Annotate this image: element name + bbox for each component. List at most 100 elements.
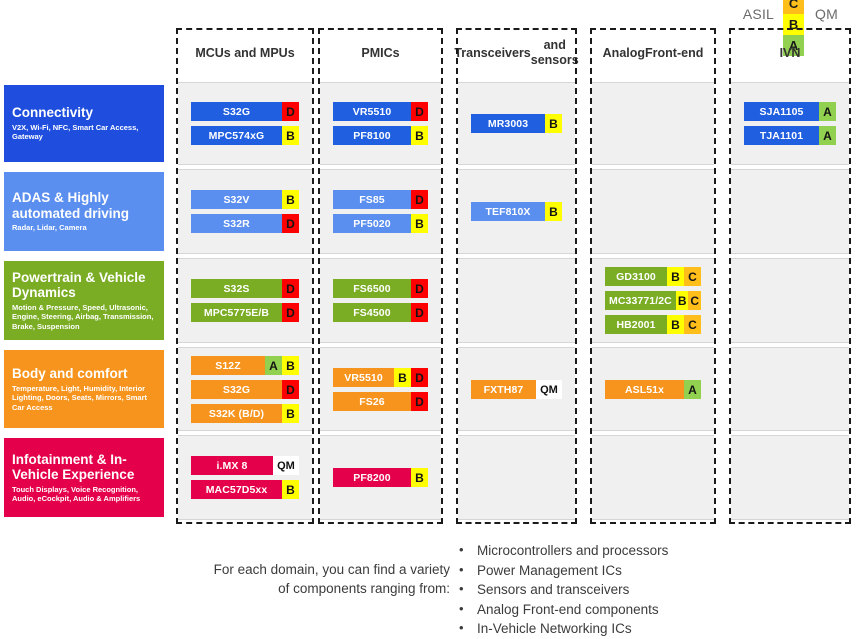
chip-label: VR5510 [333, 102, 411, 121]
asil-badge-c: C [783, 0, 805, 14]
footer-list-item: Analog Front-end components [455, 599, 668, 620]
column-header-line: IVN [779, 45, 801, 60]
chip-asil-badge-qm: QM [536, 380, 562, 399]
cell-infotainment-afe [592, 435, 714, 520]
chip-label: PF8100 [333, 126, 411, 145]
cell-adas-pmic [320, 169, 441, 254]
chip-asil-badge-c: C [688, 291, 701, 310]
domain-title: Body and comfort [12, 366, 128, 381]
chip-label: HB2001 [605, 315, 667, 334]
cell-adas-mcu [178, 169, 312, 254]
cell-connectivity-mcu [178, 82, 312, 165]
chip-label: i.MX 8 [191, 456, 273, 475]
chip-label: FS26 [333, 392, 411, 411]
domain-title: Powertrain & Vehicle Dynamics [12, 269, 146, 301]
domain-subtitle: Radar, Lidar, Camera [12, 223, 87, 233]
chip-asil-badge-d: D [282, 303, 299, 322]
cell-infotainment-mcu [178, 435, 312, 520]
chip-asil-badge-d: D [282, 102, 299, 121]
cell-infotainment-trx [458, 435, 575, 520]
chip-asil-badge-d: D [411, 392, 428, 411]
chip-asil-badge-a: A [684, 380, 701, 399]
chip-asil-badge-qm: QM [273, 456, 299, 475]
chip-asil-badge-b: B [545, 114, 562, 133]
cell-connectivity-ivn [731, 82, 849, 165]
column-header-line: Analog [602, 45, 646, 60]
chip-asil-badge-b: B [545, 202, 562, 221]
chip-label: S32G [191, 102, 282, 121]
chip-s32k-b-d[interactable]: S32K (B/D)B [191, 404, 299, 423]
chip-label: PF8200 [333, 468, 411, 487]
chip-asil-badge-a: A [265, 356, 282, 375]
chip-label: ASL51x [605, 380, 684, 399]
domain-title: Connectivity [12, 105, 94, 121]
footer-list-item: In-Vehicle Networking ICs [455, 618, 668, 639]
cell-adas-afe [592, 169, 714, 254]
chip-asil-badge-b: B [282, 356, 299, 375]
footer-component-list: Microcontrollers and processorsPower Man… [455, 540, 668, 639]
chip-asil-badge-c: C [684, 315, 701, 334]
asil-badge-a: A [783, 35, 805, 56]
chip-label: TEF810X [471, 202, 545, 221]
asil-legend: ASIL DCBA QM [743, 0, 838, 56]
domain-subtitle: Touch Displays, Voice Recognition, Audio… [12, 484, 141, 504]
chip-asil-badge-d: D [411, 102, 428, 121]
chip-asil-badge-b: B [394, 368, 411, 387]
cell-connectivity-pmic [320, 82, 441, 165]
chip-label: FS6500 [333, 279, 411, 298]
cell-powertrain-mcu [178, 258, 312, 343]
column-header-line: Front-end [645, 45, 704, 60]
chip-label: SJA1105 [744, 102, 819, 121]
chip-asil-badge-a: A [819, 102, 836, 121]
cell-infotainment-ivn [731, 435, 849, 520]
domain-subtitle: V2X, Wi-Fi, NFC, Smart Car Access, Gatew… [12, 122, 139, 142]
chip-asil-badge-d: D [411, 279, 428, 298]
chip-label: S32K (B/D) [191, 404, 282, 423]
chip-label: MR3003 [471, 114, 545, 133]
chip-label: FS85 [333, 190, 411, 209]
column-header-line: MCUs and MPUs [195, 45, 295, 60]
cell-body-pmic [320, 347, 441, 431]
chip-asil-badge-a: A [819, 126, 836, 145]
chip-asil-badge-d: D [282, 279, 299, 298]
chip-label: TJA1101 [744, 126, 819, 145]
footer-list-item: Microcontrollers and processors [455, 540, 668, 561]
chip-label: FXTH87 [471, 380, 536, 399]
